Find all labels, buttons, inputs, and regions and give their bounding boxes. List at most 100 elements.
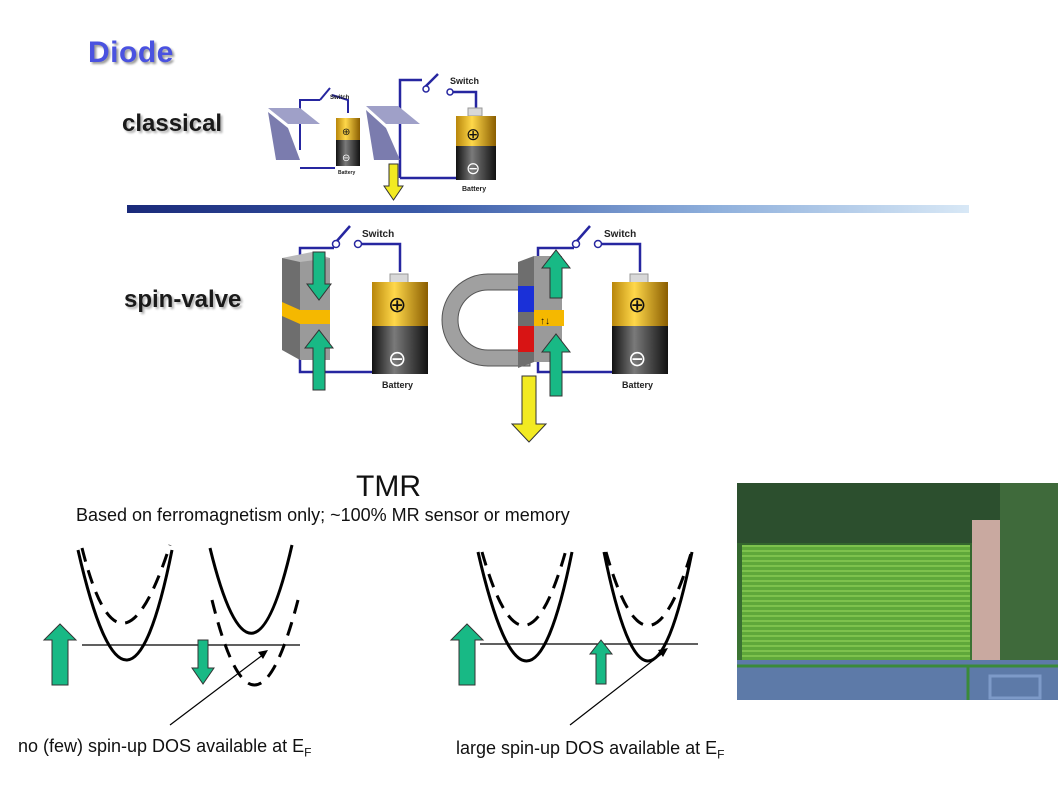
- wire: [360, 242, 402, 272]
- classical-label: classical: [122, 110, 223, 137]
- wire: [536, 358, 622, 374]
- prism-body: [366, 110, 400, 160]
- spin-up-arrow: [303, 329, 335, 391]
- spin-up-band-dashed: [80, 544, 172, 625]
- prism-top: [366, 106, 420, 124]
- spin-down-band-solid: [208, 544, 294, 635]
- battery-cap: [629, 273, 649, 284]
- tmr-heading: TMR: [356, 470, 421, 503]
- spin-down-arrow: [306, 251, 332, 301]
- spin-up-band-solid: [76, 549, 174, 662]
- plus-symbol-large: ⊕: [466, 125, 480, 144]
- battery-label-sv1: Battery: [382, 380, 413, 390]
- spin-down-band-solid: [602, 551, 694, 663]
- prism-top: [268, 108, 320, 124]
- battery-top: [372, 282, 428, 326]
- battery-bottom: [612, 326, 668, 374]
- battery-bottom: [372, 326, 428, 374]
- caption-right-subscript: F: [717, 747, 725, 762]
- red-layer: [518, 326, 534, 352]
- spin-down-arrow-left: [191, 639, 215, 685]
- pointer-line-left: [169, 653, 265, 726]
- battery-top: [612, 282, 668, 326]
- chip-micrograph: [737, 483, 1058, 700]
- minus-symbol-sv2: ⊖: [628, 346, 646, 371]
- battery-label-small: Battery: [338, 170, 355, 176]
- spin-up-arrow-top: [540, 249, 572, 299]
- section-divider: [127, 205, 969, 213]
- caption-left: no (few) spin-up DOS available at EF: [18, 736, 311, 760]
- pointer-arrowhead-right: [658, 648, 668, 657]
- battery-label-sv2: Battery: [622, 380, 653, 390]
- page-title: Diode: [88, 36, 174, 69]
- wire: [331, 94, 349, 113]
- chip-pad: [988, 674, 1042, 700]
- wire: [452, 90, 478, 112]
- spin-down-band-dashed: [210, 599, 300, 687]
- chip-contact-column: [972, 520, 1000, 660]
- battery-bottom: [336, 140, 360, 166]
- caption-right: large spin-up DOS available at EF: [456, 738, 724, 762]
- wire: [298, 358, 382, 374]
- spin-up-arrow-bottom: [540, 333, 572, 397]
- spin-up-band-dashed: [480, 549, 568, 627]
- wire: [600, 242, 642, 272]
- switch-contact: [331, 239, 341, 249]
- caption-left-text: no (few) spin-up DOS available at E: [18, 736, 305, 756]
- spin-down-band-dashed: [604, 549, 694, 627]
- caption-left-subscript: F: [304, 745, 312, 760]
- magnet-inner: [463, 293, 530, 347]
- switch-contact: [446, 88, 454, 96]
- switch-contact: [593, 239, 603, 249]
- minus-symbol-large: ⊖: [466, 159, 480, 178]
- horseshoe-magnet: [441, 273, 531, 367]
- pointer-line-right: [569, 651, 665, 726]
- tmr-description: Based on ferromagnetism only; ~100% MR s…: [76, 505, 570, 525]
- plus-symbol-sv1: ⊕: [388, 292, 406, 317]
- pointer-arrowhead-left: [258, 650, 268, 659]
- spin-valve-circuit-2: ↑↓: [441, 225, 668, 443]
- battery-cap: [389, 273, 409, 284]
- spacer-layer: [534, 310, 564, 326]
- minus-symbol-small: ⊖: [342, 153, 350, 164]
- battery-top: [456, 116, 496, 146]
- spin-valve-label: spin-valve: [124, 286, 242, 313]
- switch-contact: [571, 239, 581, 249]
- wire: [398, 78, 422, 178]
- spacer-layer: [282, 302, 330, 324]
- switch-label-sv1: Switch: [362, 229, 394, 240]
- minus-symbol-sv1: ⊖: [388, 346, 406, 371]
- classical-circuit-large: [366, 73, 496, 201]
- battery-top: [336, 118, 360, 140]
- switch-lever: [335, 225, 351, 243]
- wire: [536, 246, 574, 258]
- battery-cap: [467, 107, 483, 117]
- switch-lever: [319, 87, 331, 101]
- band-diagram-right: [476, 549, 698, 663]
- chip-stripe-array: [742, 545, 970, 660]
- switch-lever: [575, 225, 591, 243]
- down-arrow-yellow: [510, 375, 548, 443]
- switch-label-sv2: Switch: [604, 229, 636, 240]
- spin-symbols: ↑↓: [540, 316, 550, 327]
- spin-up-arrow-right-large: [449, 623, 485, 686]
- battery-bottom: [456, 146, 496, 180]
- switch-label-large: Switch: [450, 76, 479, 86]
- switch-label-small: Switch: [330, 95, 350, 101]
- plus-symbol-small: ⊕: [342, 127, 350, 138]
- switch-contact: [353, 239, 363, 249]
- classical-circuit-small: [268, 87, 360, 169]
- down-arrow-yellow: [383, 163, 404, 201]
- spin-valve-circuit-1: [282, 225, 428, 391]
- chip-right-region: [1000, 483, 1058, 673]
- blue-layer: [518, 286, 534, 312]
- wire: [299, 99, 320, 150]
- spin-up-arrow-left: [42, 623, 78, 686]
- prism-body: [268, 112, 300, 160]
- switch-contact: [422, 85, 430, 93]
- spin-up-arrow-right-small: [588, 639, 614, 685]
- caption-right-text: large spin-up DOS available at E: [456, 738, 718, 758]
- spin-up-band-solid: [476, 551, 574, 663]
- plus-symbol-sv2: ⊕: [628, 292, 646, 317]
